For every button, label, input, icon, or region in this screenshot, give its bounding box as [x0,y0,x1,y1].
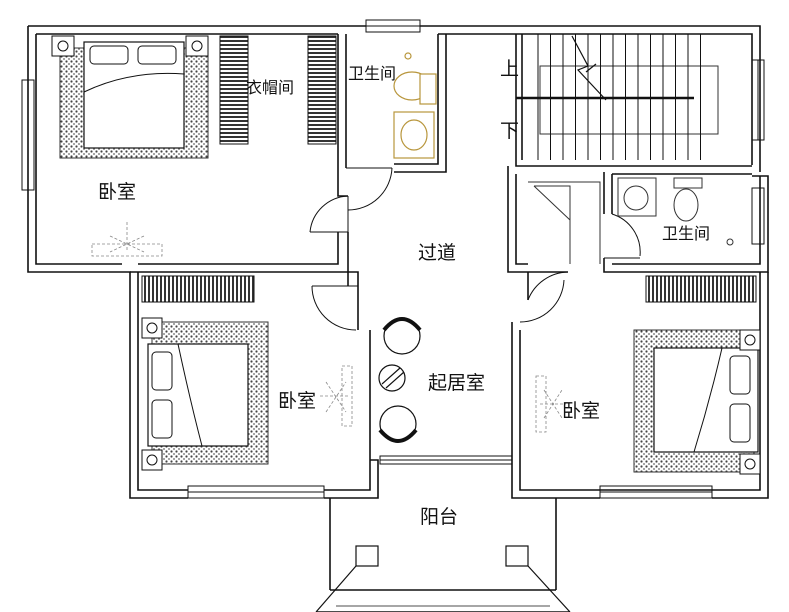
ceiling-lamp-se [535,375,566,433]
wardrobe-se [645,275,757,303]
shower-area [528,181,601,264]
ceiling-lamp-nw [91,222,163,257]
stair-up-label: 上 [500,58,520,80]
room-label-closet: 衣帽间 [246,78,295,97]
room-label-bath-e: 卫生间 [662,224,711,243]
room-label-hallway: 过道 [418,242,457,264]
bed-nw [51,35,209,159]
bath-fixtures-e [617,177,734,246]
bed-se [633,329,761,475]
bed-sw [141,317,269,471]
bath-fixtures-n [393,52,437,159]
staircase [516,65,719,135]
room-label-bedroom-nw: 卧室 [98,181,137,203]
stair-down-label: 下 [500,120,520,142]
room-label-balcony: 阳台 [420,506,459,528]
doors [309,167,641,331]
room-label-bedroom-se: 卧室 [562,400,601,422]
walls [27,25,769,612]
stair-treads [537,34,701,160]
balcony-railing [315,545,571,612]
windows [21,19,765,499]
ceiling-lamp-sw [320,365,353,427]
living-furniture [378,317,422,443]
room-label-bath-n: 卫生间 [348,64,397,83]
room-label-bedroom-sw: 卧室 [278,390,317,412]
closet-racks [219,35,337,145]
room-label-living: 起居室 [428,372,486,394]
wardrobe-sw [141,275,255,303]
stair-break [571,35,607,101]
